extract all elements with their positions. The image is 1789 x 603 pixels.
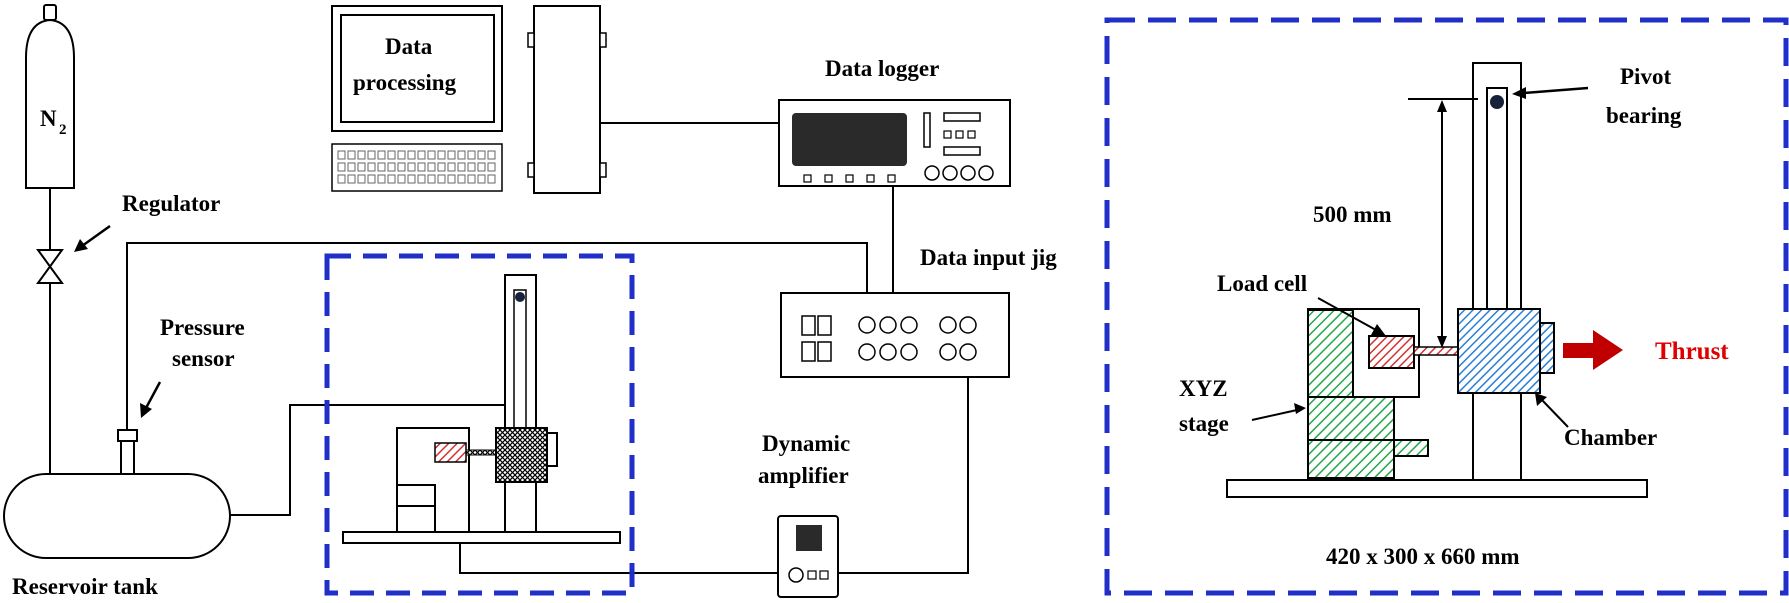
overall-dimensions-label: 420 x 300 x 660 mm (1326, 544, 1520, 569)
keyboard-key (377, 150, 386, 160)
keyboard-key (437, 150, 446, 160)
keyboard-key (477, 174, 486, 184)
keyboard-key (407, 174, 416, 184)
keyboard-icon (331, 143, 503, 192)
dynamic-amplifier-icon (777, 515, 839, 598)
keyboard-key (467, 150, 476, 160)
reservoir-tank-icon (3, 473, 231, 559)
small-thrust-stand-icon (342, 274, 621, 544)
keyboard-key (487, 162, 496, 172)
n2-subscript: 2 (59, 122, 67, 138)
computer-case-icon (527, 5, 607, 194)
dimension-500mm-label: 500 mm (1313, 202, 1392, 227)
regulator-valve-icon (36, 249, 64, 284)
keyboard-key (347, 162, 356, 172)
keyboard-key (377, 162, 386, 172)
pressure-sensor-label-line2: sensor (172, 346, 235, 371)
keyboard-key (447, 162, 456, 172)
keyboard-key (387, 150, 396, 160)
keyboard-key (377, 174, 386, 184)
detail-thrust-stand-icon (1226, 62, 1648, 498)
keyboard-key (457, 150, 466, 160)
data-logger-icon (778, 99, 1011, 187)
computer-monitor-icon (331, 5, 503, 132)
xyz-stage-label-line2: stage (1179, 411, 1229, 436)
keyboard-key (397, 150, 406, 160)
keyboard-key (357, 150, 366, 160)
keyboard-key (457, 174, 466, 184)
keyboard-key (467, 162, 476, 172)
keyboard-key (427, 150, 436, 160)
dimension-500mm-indicator (1408, 98, 1478, 348)
keyboard-key (427, 162, 436, 172)
keyboard-key (437, 174, 446, 184)
data-processing-label-line2: processing (353, 70, 457, 95)
regulator-pointer (74, 224, 111, 252)
pressure-sensor-label-line1: Pressure (160, 315, 245, 340)
pressure-sensor-icon (117, 429, 138, 476)
keyboard-key (347, 150, 356, 160)
nitrogen-cylinder-icon (25, 4, 75, 189)
keyboard-key (477, 150, 486, 160)
pivot-bearing-label-line2: bearing (1606, 103, 1682, 128)
keyboard-key (387, 162, 396, 172)
keyboard-key (347, 174, 356, 184)
data-logger-label: Data logger (825, 56, 939, 81)
keyboard-key (357, 174, 366, 184)
pressure-sensor-pointer (140, 381, 162, 418)
keyboard-key (447, 150, 456, 160)
data-input-jig-label: Data input jig (920, 245, 1057, 270)
xyz-stage-pointer (1251, 403, 1306, 421)
tank-to-chamber-line (230, 404, 521, 516)
keyboard-key (487, 174, 496, 184)
regulator-label: Regulator (122, 191, 220, 216)
n2-label: N (40, 106, 57, 131)
keyboard-key (447, 174, 456, 184)
xyz-stage-label-line1: XYZ (1179, 376, 1228, 401)
chamber-pointer (1535, 393, 1569, 428)
jig-to-amplifier-line (838, 345, 969, 574)
thrust-arrow-icon (1563, 330, 1623, 370)
keyboard-key (437, 162, 446, 172)
keyboard-key (367, 162, 376, 172)
dynamic-amplifier-label-line1: Dynamic (762, 431, 850, 456)
dynamic-amplifier-label-line2: amplifier (758, 463, 849, 488)
keyboard-key (467, 174, 476, 184)
keyboard-key (367, 174, 376, 184)
keyboard-key (487, 150, 496, 160)
data-processing-label-line1: Data (385, 34, 433, 59)
keyboard-key (477, 162, 486, 172)
keyboard-key (357, 162, 366, 172)
keyboard-key (397, 162, 406, 172)
keyboard-key (337, 174, 346, 184)
load-cell-label: Load cell (1217, 271, 1307, 296)
keyboard-key (457, 162, 466, 172)
keyboard-key (407, 150, 416, 160)
keyboard-key (397, 174, 406, 184)
keyboard-key (427, 174, 436, 184)
keyboard-key (337, 162, 346, 172)
pivot-bearing-label-line1: Pivot (1620, 64, 1671, 89)
pivot-bearing-pointer (1512, 86, 1589, 99)
keyboard-key (417, 162, 426, 172)
reservoir-tank-label: Reservoir tank (12, 574, 158, 599)
thrust-label: Thrust (1655, 338, 1729, 365)
keyboard-key (367, 150, 376, 160)
data-input-jig-icon (780, 292, 1010, 378)
chamber-label: Chamber (1564, 425, 1657, 450)
keyboard-key (417, 174, 426, 184)
keyboard-key (407, 162, 416, 172)
keyboard-key (337, 150, 346, 160)
pressure-sensor-signal-line (126, 242, 868, 430)
small-stand-frame (324, 253, 635, 596)
keyboard-key (417, 150, 426, 160)
load-cell-pointer (1317, 297, 1386, 336)
detail-stand-frame (1104, 17, 1789, 596)
keyboard-key (387, 174, 396, 184)
